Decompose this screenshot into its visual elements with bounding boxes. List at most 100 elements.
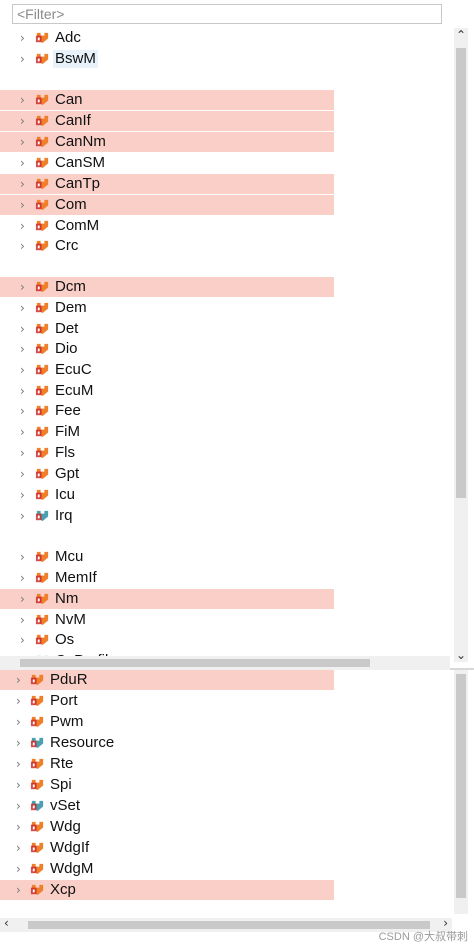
module-tree-top: ›Adc›BswM›Can›CanIf›CanNm›CanSM›CanTp›Co… [0, 28, 474, 668]
scroll-thumb[interactable] [456, 48, 466, 498]
module-icon [35, 300, 50, 315]
tree-item-dcm[interactable]: › Dcm [0, 277, 334, 297]
chevron-right-icon[interactable]: › [16, 736, 21, 750]
tree-item-pdur[interactable]: ›PduR [0, 670, 334, 690]
tree-item-ecum[interactable]: ›EcuM [0, 381, 334, 401]
tree-item-can[interactable]: ›Can [0, 90, 334, 110]
hscroll-thumb[interactable] [20, 659, 370, 667]
tree-item-os[interactable]: ›Os [0, 630, 334, 650]
scroll-left-icon[interactable]: ‹ [4, 916, 9, 930]
chevron-right-icon[interactable]: › [20, 93, 25, 107]
chevron-right-icon[interactable]: › [20, 135, 25, 149]
chevron-right-icon[interactable]: › [16, 715, 21, 729]
tree-item-nvm[interactable]: ›NvM [0, 610, 334, 630]
module-icon [30, 714, 45, 729]
chevron-right-icon[interactable]: › [16, 862, 21, 876]
chevron-right-icon[interactable]: › [20, 301, 25, 315]
chevron-right-icon[interactable]: › [20, 571, 25, 585]
chevron-right-icon[interactable]: › [20, 219, 25, 233]
scroll-thumb[interactable] [456, 674, 466, 898]
scroll-down-icon[interactable]: ⌄ [456, 648, 467, 662]
chevron-right-icon[interactable]: › [20, 613, 25, 627]
chevron-right-icon[interactable]: › [20, 550, 25, 564]
chevron-right-icon[interactable]: › [16, 694, 21, 708]
tree-item-nm[interactable]: ›Nm [0, 589, 334, 609]
tree-item-fim[interactable]: ›FiM [0, 422, 334, 442]
chevron-right-icon[interactable]: › [20, 425, 25, 439]
tree-item-gpt[interactable]: ›Gpt [0, 464, 334, 484]
tree-item-spi[interactable]: ›Spi [0, 775, 334, 795]
tree-item-mcu[interactable]: ›Mcu [0, 547, 334, 567]
tree-item-dio[interactable]: ›Dio [0, 339, 334, 359]
chevron-right-icon[interactable]: › [20, 322, 25, 336]
hscroll-thumb[interactable] [28, 921, 430, 929]
tree-item-wdgm[interactable]: ›WdgM [0, 859, 334, 879]
tree-item-crc[interactable]: › Crc [0, 236, 334, 256]
chevron-right-icon[interactable]: › [16, 799, 21, 813]
tree-item-adc[interactable]: ›Adc [0, 28, 334, 48]
chevron-right-icon[interactable]: › [16, 820, 21, 834]
chevron-right-icon[interactable]: › [20, 467, 25, 481]
tree-item-vset[interactable]: ›vSet [0, 796, 334, 816]
chevron-right-icon[interactable]: › [20, 488, 25, 502]
chevron-right-icon[interactable]: › [20, 384, 25, 398]
chevron-right-icon[interactable]: › [20, 363, 25, 377]
module-icon [35, 612, 50, 627]
chevron-right-icon[interactable]: › [20, 592, 25, 606]
tree-item-det[interactable]: ›Det [0, 319, 334, 339]
tree-item-label: Dcm [55, 278, 86, 295]
filter-input[interactable] [13, 5, 449, 23]
tree-item-port[interactable]: ›Port [0, 691, 334, 711]
chevron-right-icon[interactable]: › [20, 633, 25, 647]
tree-item-ecuc[interactable]: ›EcuC [0, 360, 334, 380]
tree-item-com[interactable]: ›Com [0, 195, 334, 215]
tree-item-fls[interactable]: ›Fls [0, 443, 334, 463]
chevron-right-icon[interactable]: › [20, 156, 25, 170]
tree-item-label: Rte [50, 755, 74, 772]
chevron-right-icon[interactable]: › [20, 239, 25, 253]
tree-item-cantp[interactable]: ›CanTp [0, 174, 334, 194]
filter-field[interactable] [12, 4, 449, 24]
tree-item-canif[interactable]: ›CanIf [0, 111, 334, 131]
chevron-right-icon[interactable]: › [20, 280, 25, 294]
chevron-right-icon[interactable]: › [16, 841, 21, 855]
vertical-scrollbar-bottom[interactable] [454, 670, 468, 914]
chevron-right-icon[interactable]: › [16, 757, 21, 771]
tree-item-wdgif[interactable]: ›WdgIf [0, 838, 334, 858]
module-icon [35, 570, 50, 585]
chevron-right-icon[interactable]: › [16, 778, 21, 792]
tree-item-wdg[interactable]: ›Wdg [0, 817, 334, 837]
chevron-right-icon[interactable]: › [16, 883, 21, 897]
horizontal-scrollbar-top[interactable] [0, 656, 450, 670]
horizontal-scrollbar-bottom[interactable]: ‹ › [0, 916, 452, 932]
tree-item-memif[interactable]: ›MemIf [0, 568, 334, 588]
chevron-right-icon[interactable]: › [20, 198, 25, 212]
tree-item-xcp[interactable]: ›Xcp [0, 880, 334, 900]
tree-item-irq[interactable]: ›Irq [0, 506, 334, 526]
module-icon [35, 321, 50, 336]
tree-item-bswm[interactable]: ›BswM [0, 49, 334, 69]
chevron-right-icon[interactable]: › [20, 31, 25, 45]
scroll-right-icon[interactable]: › [443, 916, 448, 930]
chevron-right-icon[interactable]: › [20, 52, 25, 66]
tree-item-comm[interactable]: ›ComM [0, 216, 334, 236]
tree-item-dem[interactable]: ›Dem [0, 298, 334, 318]
tree-item-rte[interactable]: › Rte [0, 754, 334, 774]
tree-item-resource[interactable]: ›Resource [0, 733, 334, 753]
chevron-right-icon[interactable]: › [20, 114, 25, 128]
chevron-right-icon[interactable]: › [20, 509, 25, 523]
scroll-up-icon[interactable]: ⌃ [456, 28, 467, 42]
tree-item-cannm[interactable]: ›CanNm [0, 132, 334, 152]
chevron-right-icon[interactable]: › [20, 342, 25, 356]
tree-item-cansm[interactable]: ›CanSM [0, 153, 334, 173]
tree-item-label: Crc [55, 237, 79, 254]
tree-item-fee[interactable]: ›Fee [0, 401, 334, 421]
chevron-right-icon[interactable]: › [20, 177, 25, 191]
tree-item-pwm[interactable]: ›Pwm [0, 712, 334, 732]
chevron-right-icon[interactable]: › [16, 673, 21, 687]
chevron-right-icon[interactable]: › [20, 404, 25, 418]
tree-item-icu[interactable]: ›Icu [0, 485, 334, 505]
module-teal-icon [30, 798, 45, 813]
vertical-scrollbar-top[interactable]: ⌃ ⌄ [454, 28, 468, 662]
chevron-right-icon[interactable]: › [20, 446, 25, 460]
